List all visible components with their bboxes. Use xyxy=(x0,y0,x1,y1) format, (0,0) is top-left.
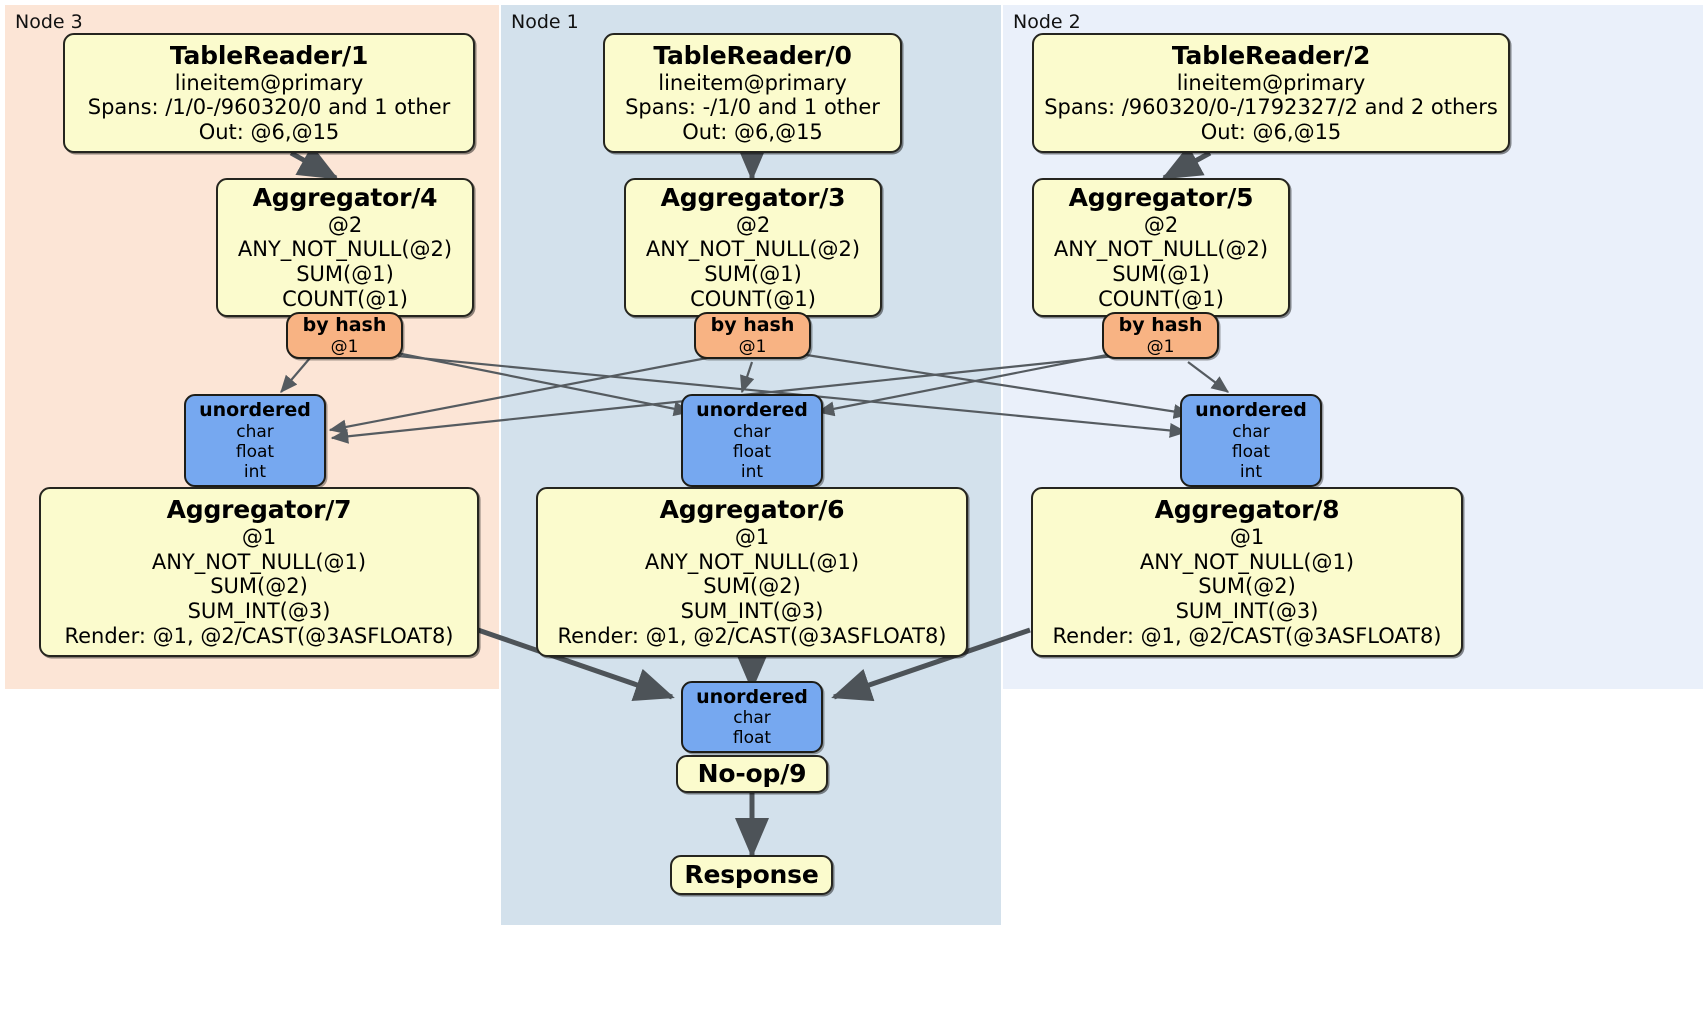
node-title: unordered xyxy=(1195,399,1307,422)
node-title: unordered xyxy=(696,685,808,708)
node-router-by-hash-mid[interactable]: by hash @1 xyxy=(694,312,811,359)
node-title: unordered xyxy=(199,399,311,422)
node-detail: char xyxy=(236,421,274,442)
node-detail: COUNT(@1) xyxy=(690,287,816,312)
node-synchronizer-left[interactable]: unordered char float int xyxy=(184,394,326,487)
node-title: unordered xyxy=(696,399,808,422)
node-detail: int xyxy=(243,461,267,482)
node-detail: Render: @1, @2/CAST(@3ASFLOAT8) xyxy=(557,623,947,648)
node-detail: @2 xyxy=(1143,212,1179,237)
node-router-by-hash-left[interactable]: by hash @1 xyxy=(286,312,403,359)
node-synchronizer-right[interactable]: unordered char float int xyxy=(1180,394,1322,487)
node-title: TableReader/0 xyxy=(653,41,852,71)
node-title: Aggregator/8 xyxy=(1154,495,1340,525)
node-aggregator-3[interactable]: Aggregator/3 @2 ANY_NOT_NULL(@2) SUM(@1)… xyxy=(624,178,882,317)
node-title: Aggregator/7 xyxy=(166,495,352,525)
node-detail: SUM(@1) xyxy=(296,262,394,287)
node-detail: int xyxy=(740,461,764,482)
node-router-by-hash-right[interactable]: by hash @1 xyxy=(1102,312,1219,359)
node-title: Response xyxy=(684,860,819,890)
node-aggregator-8[interactable]: Aggregator/8 @1 ANY_NOT_NULL(@1) SUM(@2)… xyxy=(1031,487,1463,657)
panel-node-2-label: Node 2 xyxy=(1013,11,1081,33)
panel-node-1-label: Node 1 xyxy=(511,11,579,33)
node-detail: SUM_INT(@3) xyxy=(187,599,331,624)
node-detail: lineitem@primary xyxy=(1176,70,1366,95)
node-synchronizer-final[interactable]: unordered char float xyxy=(681,681,823,753)
node-title: No-op/9 xyxy=(697,759,807,789)
node-title: Aggregator/4 xyxy=(252,183,438,213)
node-title: Aggregator/5 xyxy=(1068,183,1254,213)
node-title: Aggregator/3 xyxy=(660,183,846,213)
node-detail: SUM(@2) xyxy=(703,574,801,599)
node-detail: Out: @6,@15 xyxy=(198,120,340,145)
node-tablereader-0[interactable]: TableReader/0 lineitem@primary Spans: -/… xyxy=(603,33,902,153)
node-aggregator-4[interactable]: Aggregator/4 @2 ANY_NOT_NULL(@2) SUM(@1)… xyxy=(216,178,474,317)
node-detail: lineitem@primary xyxy=(174,70,364,95)
node-detail: SUM(@1) xyxy=(704,262,802,287)
node-detail: ANY_NOT_NULL(@2) xyxy=(1053,237,1269,262)
node-detail: @2 xyxy=(327,212,363,237)
node-detail: lineitem@primary xyxy=(658,70,847,95)
node-detail: ANY_NOT_NULL(@2) xyxy=(645,237,861,262)
node-title: by hash xyxy=(302,314,387,337)
node-detail: SUM_INT(@3) xyxy=(680,599,824,624)
node-detail: Out: @6,@15 xyxy=(682,120,823,145)
node-detail: @1 xyxy=(734,524,770,549)
node-detail: float xyxy=(235,441,275,462)
node-detail: SUM(@1) xyxy=(1112,262,1210,287)
node-detail: char xyxy=(1232,421,1270,442)
node-detail: SUM_INT(@3) xyxy=(1175,599,1319,624)
node-detail: Spans: /1/0-/960320/0 and 1 other xyxy=(87,95,451,120)
node-detail: float xyxy=(1231,441,1271,462)
node-response[interactable]: Response xyxy=(670,855,833,895)
node-detail: COUNT(@1) xyxy=(1098,287,1224,312)
node-tablereader-2[interactable]: TableReader/2 lineitem@primary Spans: /9… xyxy=(1032,33,1510,153)
node-detail: Spans: -/1/0 and 1 other xyxy=(625,95,880,120)
node-detail: @1 xyxy=(241,524,277,549)
node-aggregator-7[interactable]: Aggregator/7 @1 ANY_NOT_NULL(@1) SUM(@2)… xyxy=(39,487,479,657)
node-detail: char xyxy=(733,708,771,729)
node-title: by hash xyxy=(1118,314,1203,337)
node-synchronizer-mid[interactable]: unordered char float int xyxy=(681,394,823,487)
node-title: TableReader/1 xyxy=(169,41,369,71)
node-detail: @2 xyxy=(735,212,771,237)
node-detail: float xyxy=(732,441,772,462)
node-detail: Render: @1, @2/CAST(@3ASFLOAT8) xyxy=(64,623,454,648)
node-detail: Spans: /960320/0-/1792327/2 and 2 others xyxy=(1044,95,1498,120)
panel-node-3-label: Node 3 xyxy=(15,11,83,33)
node-detail: Render: @1, @2/CAST(@3ASFLOAT8) xyxy=(1052,623,1442,648)
node-detail: @1 xyxy=(738,336,767,357)
node-detail: char xyxy=(733,421,771,442)
node-detail: @1 xyxy=(330,336,359,357)
node-detail: SUM(@2) xyxy=(1198,574,1296,599)
node-detail: float xyxy=(732,728,772,749)
node-no-op-9[interactable]: No-op/9 xyxy=(676,755,828,793)
node-aggregator-6[interactable]: Aggregator/6 @1 ANY_NOT_NULL(@1) SUM(@2)… xyxy=(536,487,968,657)
node-title: Aggregator/6 xyxy=(659,495,845,525)
node-title: by hash xyxy=(710,314,795,337)
node-detail: @1 xyxy=(1229,524,1265,549)
node-detail: Out: @6,@15 xyxy=(1200,120,1342,145)
node-detail: int xyxy=(1239,461,1263,482)
node-detail: ANY_NOT_NULL(@1) xyxy=(644,549,860,574)
node-detail: SUM(@2) xyxy=(210,574,308,599)
node-aggregator-5[interactable]: Aggregator/5 @2 ANY_NOT_NULL(@2) SUM(@1)… xyxy=(1032,178,1290,317)
node-title: TableReader/2 xyxy=(1171,41,1371,71)
node-detail: COUNT(@1) xyxy=(282,287,408,312)
node-detail: @1 xyxy=(1146,336,1175,357)
node-detail: ANY_NOT_NULL(@2) xyxy=(237,237,453,262)
node-detail: ANY_NOT_NULL(@1) xyxy=(151,549,367,574)
node-detail: ANY_NOT_NULL(@1) xyxy=(1139,549,1355,574)
node-tablereader-1[interactable]: TableReader/1 lineitem@primary Spans: /1… xyxy=(63,33,475,153)
